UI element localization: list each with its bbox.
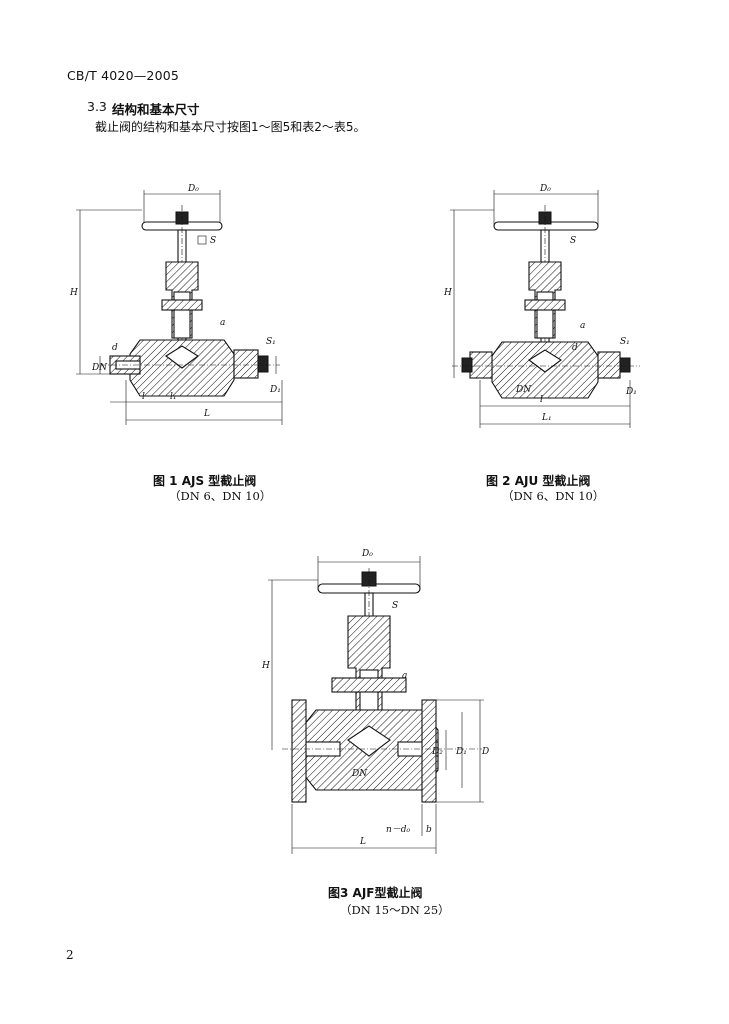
figure-2-subcaption: （DN 6、DN 10） [502, 489, 605, 503]
fig1-label-s1: S₁ [266, 337, 276, 347]
fig1-label-a: a [220, 318, 225, 328]
fig3-label-dn: DN [351, 769, 368, 779]
figure-3-subcaption: （DN 15～DN 25） [340, 903, 450, 917]
fig1-label-d0: D₀ [187, 184, 199, 194]
figure-1-subcaption: （DN 6、DN 10） [169, 489, 272, 503]
fig2-label-s: S [570, 236, 576, 246]
fig1-label-s: S [210, 236, 216, 246]
fig2-label-d: d [572, 343, 578, 353]
figure-3-drawing: D₀ S H D D₁ D₂ DN n－d₀ b L a [261, 549, 489, 854]
fig3-label-d1: D₁ [455, 747, 467, 757]
page-number: 2 [66, 948, 74, 962]
fig3-label-s: S [392, 601, 398, 611]
figure-1-drawing: D₀ S H DN d L l l₁ S₁ D₁ a [69, 184, 283, 425]
fig3-label-h: H [261, 661, 270, 671]
standard-code: CB/T 4020—2005 [67, 68, 180, 83]
fig2-label-d0: D₀ [539, 184, 551, 194]
fig2-label-dn: DN [515, 385, 532, 395]
fig1-label-l: L [203, 409, 210, 419]
fig2-label-a: a [580, 321, 585, 331]
fig3-label-d2: D₂ [431, 747, 443, 757]
figure-3-caption: 图3 AJF型截止阀 [328, 886, 423, 900]
fig3-label-b: b [426, 825, 432, 835]
fig3-label-a: a [402, 671, 407, 681]
fig2-label-l: L₁ [541, 413, 552, 423]
section-number: 3.3 [87, 99, 107, 114]
fig3-label-nd: n－d₀ [386, 825, 411, 835]
fig1-label-d1: D₁ [269, 385, 281, 395]
fig2-label-l1: l [540, 395, 543, 405]
fig2-label-h: H [443, 288, 452, 298]
figure-2-caption: 图 2 AJU 型截止阀 [486, 474, 591, 488]
fig3-label-l: L [359, 837, 366, 847]
section-body: 截止阀的结构和基本尺寸按图1～图5和表2～表5。 [95, 120, 366, 134]
fig1-label-h: H [69, 288, 78, 298]
fig2-label-d1: D₁ [625, 387, 637, 397]
fig3-label-d0: D₀ [361, 549, 373, 559]
fig1-label-d: d [112, 343, 118, 353]
fig1-label-dn: DN [91, 363, 108, 373]
fig1-label-l1: l [142, 392, 145, 402]
figure-1-caption: 图 1 AJS 型截止阀 [153, 474, 257, 488]
fig3-label-d: D [481, 747, 489, 757]
fig1-label-l1b: l₁ [170, 392, 177, 402]
figure-2-drawing: D₀ S H DN d L₁ l S₁ D₁ a [443, 184, 640, 428]
fig2-label-s1: S₁ [620, 337, 630, 347]
section-title: 结构和基本尺寸 [112, 102, 200, 117]
